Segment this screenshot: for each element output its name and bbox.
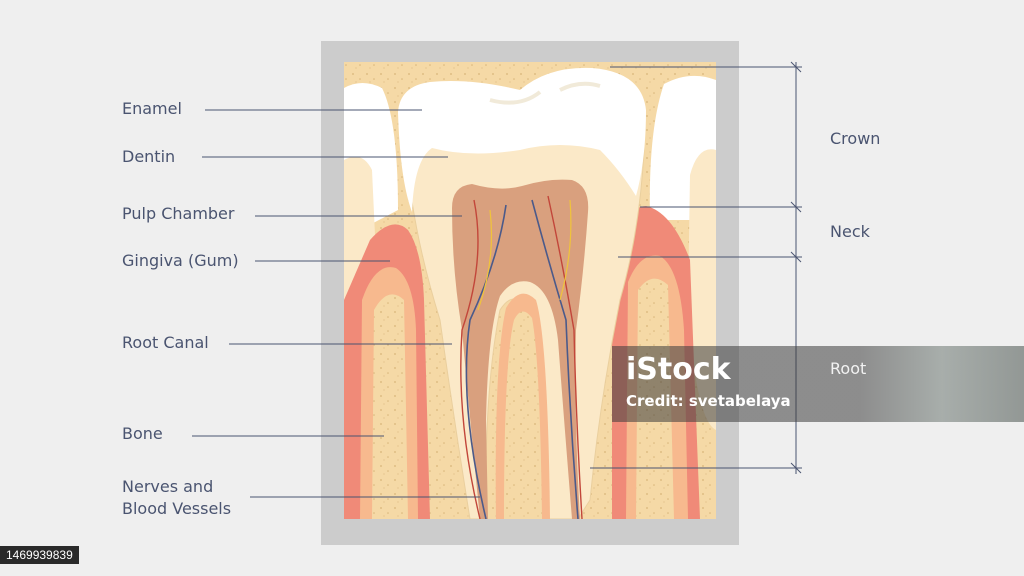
label-pulp-chamber: Pulp Chamber — [122, 204, 235, 223]
nerve-blue-right — [531, 199, 579, 519]
pulp-chamber — [452, 179, 589, 519]
label-gingiva: Gingiva (Gum) — [122, 251, 239, 270]
vessel-red-right — [547, 195, 583, 519]
label-bone: Bone — [122, 424, 163, 443]
label-enamel: Enamel — [122, 99, 182, 118]
vessel-red-left — [460, 199, 481, 519]
label-root-canal: Root Canal — [122, 333, 209, 352]
region-neck: Neck — [830, 222, 870, 241]
bone-left — [372, 294, 408, 519]
label-dentin: Dentin — [122, 147, 176, 166]
stock-id-badge: 1469939839 — [0, 546, 79, 564]
watermark-credit: Credit: svetabelaya — [626, 392, 791, 410]
nerve-blue-left — [465, 204, 507, 519]
watermark-band — [612, 346, 1024, 422]
region-root: Root — [830, 359, 867, 378]
enamel-cusp-shadow — [489, 81, 601, 105]
region-crown: Crown — [830, 129, 881, 148]
vessel-yellow-right — [559, 199, 572, 301]
label-nerves: Nerves and Blood Vessels — [122, 477, 232, 518]
pulp-inner-bone — [504, 311, 542, 519]
watermark-logo: iStock — [626, 352, 731, 387]
vessel-yellow-left — [477, 209, 493, 311]
tooth-enamel — [398, 67, 646, 212]
